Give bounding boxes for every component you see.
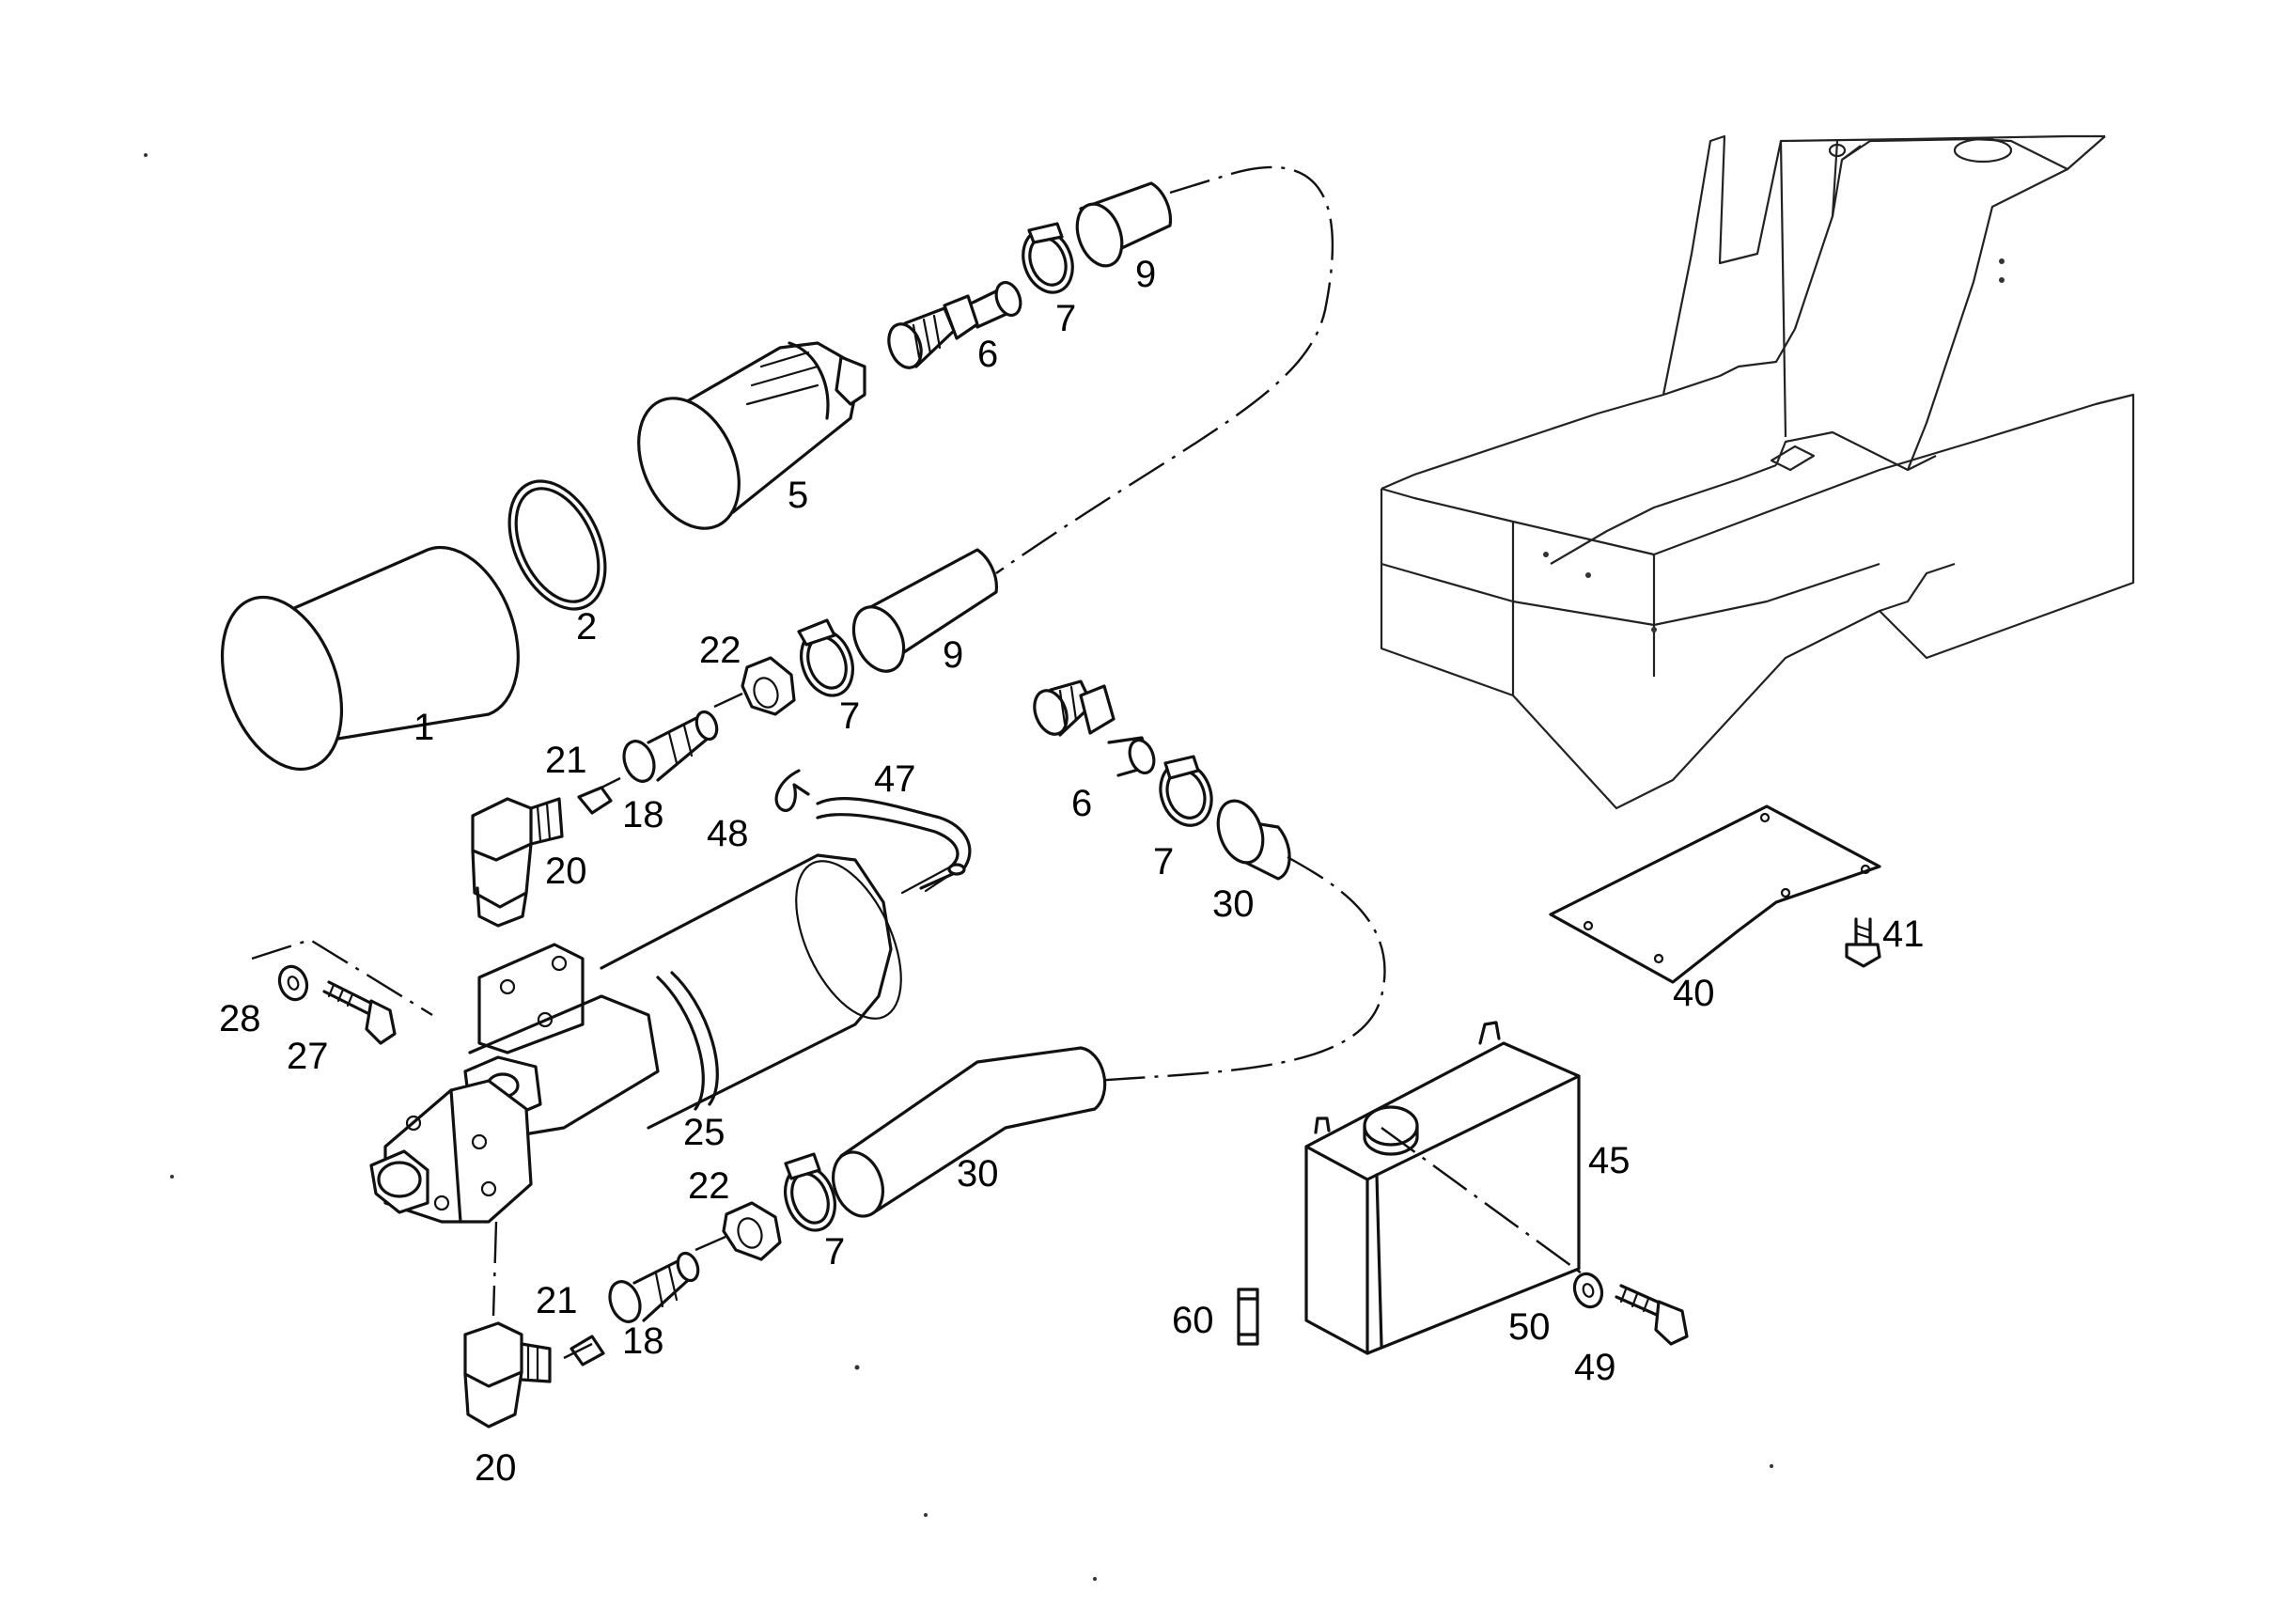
callout-30-lower: 30 — [957, 1153, 999, 1195]
plate-bolt — [1845, 917, 1881, 968]
threaded-hose-nipple — [887, 280, 1022, 369]
callout-9-upper: 9 — [1135, 254, 1156, 295]
short-hose — [1216, 799, 1291, 881]
bolt — [1615, 1284, 1689, 1346]
callout-47: 47 — [874, 758, 916, 800]
reservoir-box — [1304, 1021, 1581, 1355]
callout-9-middle: 9 — [943, 634, 963, 676]
callout-45: 45 — [1588, 1140, 1630, 1181]
callout-28: 28 — [219, 998, 261, 1039]
pump-motor — [369, 853, 902, 1224]
callout-22-lower: 22 — [688, 1165, 730, 1207]
scan-specks — [144, 153, 1773, 1581]
callout-7-upper: 7 — [1055, 298, 1076, 339]
fuse — [1237, 1288, 1259, 1346]
callout-7-lower: 7 — [824, 1231, 845, 1273]
hose-clamp — [784, 1152, 836, 1232]
hex-nut — [722, 1201, 782, 1261]
filter-cartridge — [220, 545, 520, 772]
callout-21-lower: 21 — [536, 1280, 578, 1321]
hose-clamp — [1159, 755, 1213, 827]
callout-7-middle: 7 — [839, 695, 860, 737]
callout-7-right: 7 — [1153, 841, 1174, 882]
callout-50: 50 — [1508, 1306, 1551, 1348]
hose-clamp — [797, 618, 854, 697]
callout-49: 49 — [1574, 1347, 1616, 1388]
bolt — [322, 980, 397, 1045]
long-hose — [851, 548, 998, 673]
callout-2: 2 — [576, 606, 597, 648]
callout-6-right: 6 — [1071, 783, 1092, 824]
threaded-hose-nipple — [1033, 679, 1156, 777]
callout-25: 25 — [683, 1112, 726, 1153]
callout-labels: 1 2 5 6 7 9 22 7 9 21 18 20 48 47 6 7 30… — [219, 254, 1925, 1489]
callout-40: 40 — [1673, 973, 1715, 1014]
vehicle-body-frame — [1380, 134, 2135, 810]
small-nozzle — [570, 1335, 605, 1366]
callout-27: 27 — [287, 1036, 329, 1077]
hose-clamp — [1022, 222, 1074, 294]
elbow-fitting — [471, 797, 564, 928]
elbow-fitting — [463, 1321, 552, 1429]
callout-18-lower: 18 — [622, 1320, 664, 1362]
small-nozzle — [577, 786, 613, 815]
hose-barb — [608, 1251, 700, 1323]
filter-housing — [637, 341, 866, 530]
large-hose — [832, 1046, 1107, 1218]
callout-48: 48 — [707, 813, 749, 854]
mounting-plate — [1549, 804, 1881, 984]
spring-clip — [774, 769, 810, 812]
callout-30-right: 30 — [1212, 883, 1255, 925]
short-hose — [1075, 181, 1173, 268]
callout-20-lower: 20 — [475, 1447, 517, 1489]
callout-60: 60 — [1172, 1300, 1214, 1341]
callout-41: 41 — [1882, 914, 1925, 955]
seal-ring — [507, 479, 607, 611]
washer — [1572, 1272, 1604, 1309]
hex-nut — [741, 656, 796, 716]
leader-lines — [251, 165, 1589, 1360]
callout-22-upper: 22 — [699, 630, 741, 671]
callout-18-upper: 18 — [622, 794, 664, 835]
callout-5: 5 — [788, 475, 808, 516]
callout-1: 1 — [413, 707, 434, 748]
hose-barb — [622, 710, 719, 783]
callout-6-upper: 6 — [977, 334, 998, 375]
callout-20-upper: 20 — [545, 851, 587, 892]
callout-21-upper: 21 — [545, 740, 587, 781]
wire-harness — [816, 797, 972, 895]
washer — [277, 964, 309, 1002]
